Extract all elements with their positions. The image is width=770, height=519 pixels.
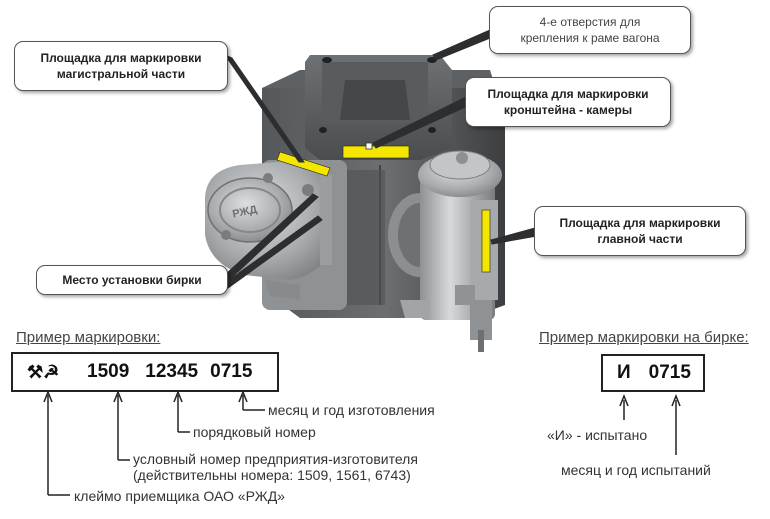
tag-example-title: Пример маркировки на бирке: — [539, 329, 749, 346]
plate-code-date: 0715 — [210, 361, 253, 382]
note-tested: «И» - испытано — [547, 427, 648, 443]
callout-main-part-marking-pad: Площадка для маркировки главной части — [534, 206, 746, 256]
note-inspector-stamp: клеймо приемщика ОАО «РЖД» — [74, 488, 285, 504]
plate-code-plant: 1509 — [87, 361, 130, 382]
marking-pad-main-part — [481, 209, 491, 273]
mainline-part: РЖД — [205, 160, 347, 310]
callout-tag-place: Место установки бирки — [36, 265, 228, 295]
tag-example-plate: И 0715 — [601, 354, 705, 392]
callout-holes-line1: 4-е отверстия для — [539, 15, 641, 29]
callout-tag-place-text: Место установки бирки — [62, 273, 202, 287]
note-test-date: месяц и год испытаний — [561, 462, 711, 478]
annotation-arrows — [43, 389, 681, 496]
rzd-emblem-icon: ⚒☭ — [27, 361, 60, 382]
marking-example-title: Пример маркировки: — [16, 329, 161, 346]
note-serial-number: порядковый номер — [193, 424, 316, 440]
callout-bracket-line2: кронштейна - камеры — [503, 103, 633, 117]
plate-code-serial: 12345 — [145, 361, 199, 382]
tag-letter: И — [617, 362, 631, 383]
callout-main-part-line2: главной части — [597, 232, 683, 246]
svg-text:РЖД: РЖД — [231, 204, 258, 221]
marking-example-plate: ⚒☭ 1509 12345 0715 — [11, 352, 279, 392]
marking-pad-mainline — [276, 151, 331, 177]
tag-code-date: 0715 — [648, 362, 691, 383]
callout-bracket-marking-pad: Площадка для маркировки кронштейна - кам… — [465, 77, 671, 127]
callout-mounting-holes: 4-е отверстия для крепления к раме вагон… — [489, 6, 691, 54]
callout-mainline-line1: Площадка для маркировки — [40, 51, 202, 65]
note-plant-line2: (действительны номера: 1509, 1561, 6743) — [133, 467, 411, 483]
callout-holes-line2: крепления к раме вагона — [520, 31, 660, 45]
note-plant-number: условный номер предприятия-изготовителя … — [133, 451, 418, 483]
note-plant-line1: условный номер предприятия-изготовителя — [133, 451, 418, 467]
callout-bracket-line1: Площадка для маркировки — [487, 87, 649, 101]
marking-pads — [276, 142, 491, 273]
note-month-year: месяц и год изготовления — [268, 402, 435, 418]
callout-main-part-line1: Площадка для маркировки — [559, 216, 721, 230]
callout-mainline-line2: магистральной части — [56, 67, 186, 81]
callout-mainline-marking-pad: Площадка для маркировки магистральной ча… — [14, 41, 228, 91]
